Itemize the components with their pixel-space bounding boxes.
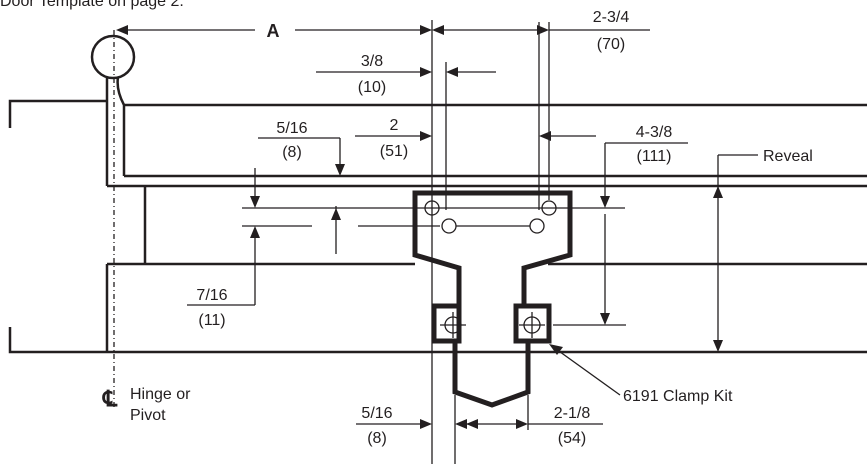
svg-text:4-3/8: 4-3/8 (636, 124, 673, 141)
dim-2-3-4: 2-3/4 (70) (432, 9, 650, 53)
svg-text:7/16: 7/16 (196, 287, 227, 304)
svg-text:3/8: 3/8 (361, 53, 383, 70)
svg-text:2: 2 (390, 117, 399, 134)
svg-text:(51): (51) (380, 143, 408, 160)
dim-4-3-8: 4-3/8 (111) (600, 124, 688, 325)
svg-text:Hinge or: Hinge or (130, 386, 191, 403)
centerline-symbol: ℄ (102, 386, 118, 411)
clamp-template-outline (412, 190, 573, 408)
svg-text:(111): (111) (637, 148, 672, 165)
svg-text:(10): (10) (358, 79, 386, 96)
dim-3-8: 3/8 (10) (316, 53, 496, 96)
dim-a: A (116, 21, 432, 41)
clamp-kit-label: 6191 Clamp Kit (623, 388, 733, 405)
svg-text:2-3/4: 2-3/4 (593, 9, 630, 26)
frame-outline (8, 76, 867, 354)
svg-text:Pivot: Pivot (130, 407, 166, 424)
pivot-circle (90, 34, 136, 80)
dim-2: 2 (51) (355, 117, 596, 160)
dim-5-16-upper: 5/16 (8) (258, 120, 345, 176)
mounting-holes (424, 200, 557, 234)
svg-text:(8): (8) (282, 144, 302, 161)
svg-text:2-1/8: 2-1/8 (554, 405, 591, 422)
dim-7-16: 7/16 (11) (187, 168, 341, 329)
svg-text:(8): (8) (367, 430, 387, 447)
svg-text:(70): (70) (597, 36, 625, 53)
dim-5-16-lower: 5/16 (8) (356, 405, 478, 447)
extension-lines (242, 20, 626, 464)
clamp-square-left (431, 303, 462, 344)
dim-a-label: A (267, 21, 280, 41)
hinge-label: ℄ Hinge or Pivot (102, 386, 191, 424)
svg-text:(54): (54) (558, 430, 586, 447)
svg-text:5/16: 5/16 (276, 120, 307, 137)
svg-text:5/16: 5/16 (361, 405, 392, 422)
dim-2-1-8: 2-1/8 (54) (466, 405, 603, 447)
dim-reveal: Reveal (713, 148, 813, 352)
svg-text:(11): (11) (198, 312, 225, 329)
clamp-square-right (513, 303, 552, 344)
caption-text: Door Template on page 2. (0, 0, 184, 10)
reveal-label: Reveal (763, 148, 813, 165)
crosshair-right-icon (519, 312, 545, 338)
crosshair-left-icon (440, 312, 466, 338)
clamp-kit-leader: 6191 Clamp Kit (549, 344, 733, 405)
